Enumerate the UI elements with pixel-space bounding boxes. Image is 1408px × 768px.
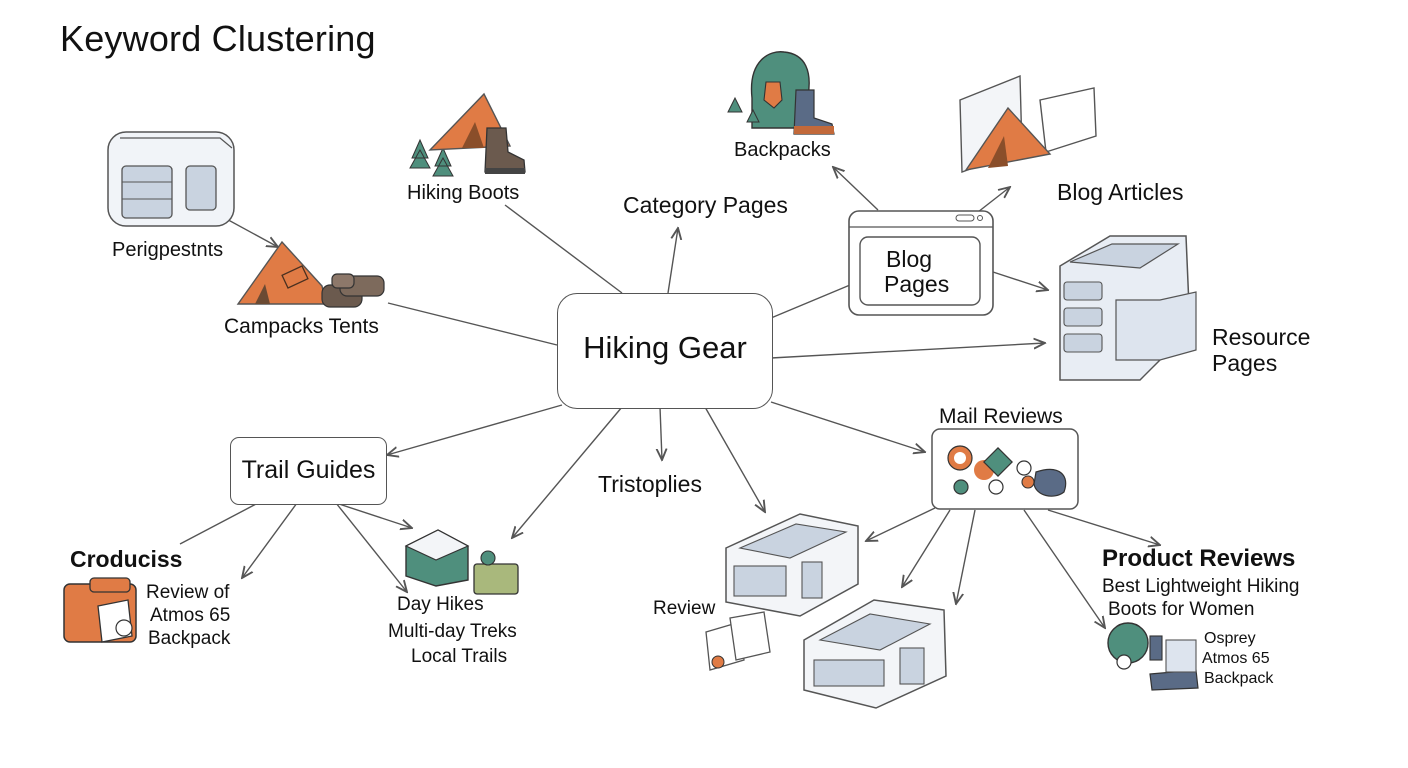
backpacks-label: Backpacks [734, 139, 831, 161]
browser-window-icon [848, 210, 994, 316]
review-badges-icon [931, 428, 1079, 510]
croduciss-label: Croduciss [70, 546, 183, 572]
review-papers-icon [705, 611, 771, 671]
blog-articles-label: Blog Articles [1057, 179, 1184, 205]
cube-box-icon [725, 513, 859, 617]
camp-gear-icon [404, 529, 519, 595]
review-of-line2: Atmos 65 [150, 605, 231, 626]
backpack-icon [727, 51, 835, 135]
page-title: Keyword Clustering [60, 18, 376, 59]
review-of-line1: Review of [146, 582, 230, 603]
edge-center-resource [770, 343, 1045, 359]
central-topic-box[interactable]: Hiking Gear [557, 293, 773, 409]
trail-guides-box[interactable]: Trail Guides [230, 437, 387, 505]
edge-blog-resource [992, 271, 1048, 290]
osprey-line2: Atmos 65 [1202, 650, 1270, 667]
product-reviews-label: Product Reviews [1102, 545, 1296, 572]
edge-center-blog-pages [770, 284, 851, 319]
osprey-line3: Backpack [1204, 670, 1274, 687]
edge-center-tristoplies [660, 406, 662, 460]
osprey-line1: Osprey [1204, 630, 1256, 647]
edge-mail-product [1047, 509, 1160, 545]
edge-trail-cube-a [335, 502, 412, 528]
trail-guides-label: Trail Guides [241, 456, 376, 484]
cube-box-icon [803, 599, 947, 709]
backpack-icon [1107, 622, 1199, 691]
category-pages-label: Category Pages [623, 192, 788, 218]
review-of-line3: Backpack [148, 628, 231, 649]
edge-center-mail-reviews [770, 401, 925, 452]
edge-trail-cube-b [335, 502, 407, 592]
tristoplies-label: Tristoplies [598, 471, 702, 497]
hiking-boots-label: Hiking Boots [407, 182, 520, 204]
edge-mail-box1 [866, 507, 936, 541]
cube-box-icon [107, 131, 235, 227]
mail-reviews-label: Mail Reviews [939, 405, 1063, 428]
edge-blog-articles [977, 187, 1010, 213]
edge-center-category-pages [667, 228, 678, 294]
edge-center-trail-types [512, 406, 623, 538]
edge-mail-osprey [1023, 509, 1105, 628]
camp-gear-icon [321, 273, 385, 308]
review-label: Review [653, 598, 716, 619]
tree-icon [409, 138, 454, 177]
trail-type-multi-day: Multi-day Treks [388, 621, 517, 642]
tent-icon [236, 240, 327, 305]
edge-center-hiking-boots [504, 204, 623, 294]
perigpestnts-label: Perigpestnts [112, 239, 224, 261]
trail-type-day-hikes: Day Hikes [397, 594, 484, 615]
edge-trail-croduciss [179, 502, 259, 545]
edge-center-campacks [387, 302, 558, 346]
blog-pages-label-line2: Pages [884, 271, 950, 297]
edge-center-trail-guides [387, 404, 563, 455]
resource-pages-label-line2: Pages [1212, 350, 1278, 376]
blog-article-icon [959, 74, 1097, 173]
edge-mail-box2 [902, 509, 951, 587]
best-lightweight-line1: Best Lightweight Hiking [1102, 576, 1300, 597]
edge-mail-box3 [956, 509, 976, 604]
edge-blog-backpacks [833, 167, 879, 211]
campacks-tents-label: Campacks Tents [224, 315, 379, 338]
blog-pages-label-line1: Blog [886, 246, 933, 272]
connectors [179, 167, 1160, 628]
stacked-pages-icon [1059, 235, 1197, 381]
trail-type-local: Local Trails [411, 646, 508, 667]
backpack-icon [63, 577, 137, 643]
edge-center-review-boxes [704, 406, 765, 512]
edge-trail-review-of [242, 502, 298, 578]
boot-icon [484, 127, 526, 174]
resource-pages-label-line1: Resource [1212, 324, 1311, 350]
best-lightweight-line2: Boots for Women [1108, 599, 1255, 620]
central-topic-label: Hiking Gear [583, 330, 747, 365]
